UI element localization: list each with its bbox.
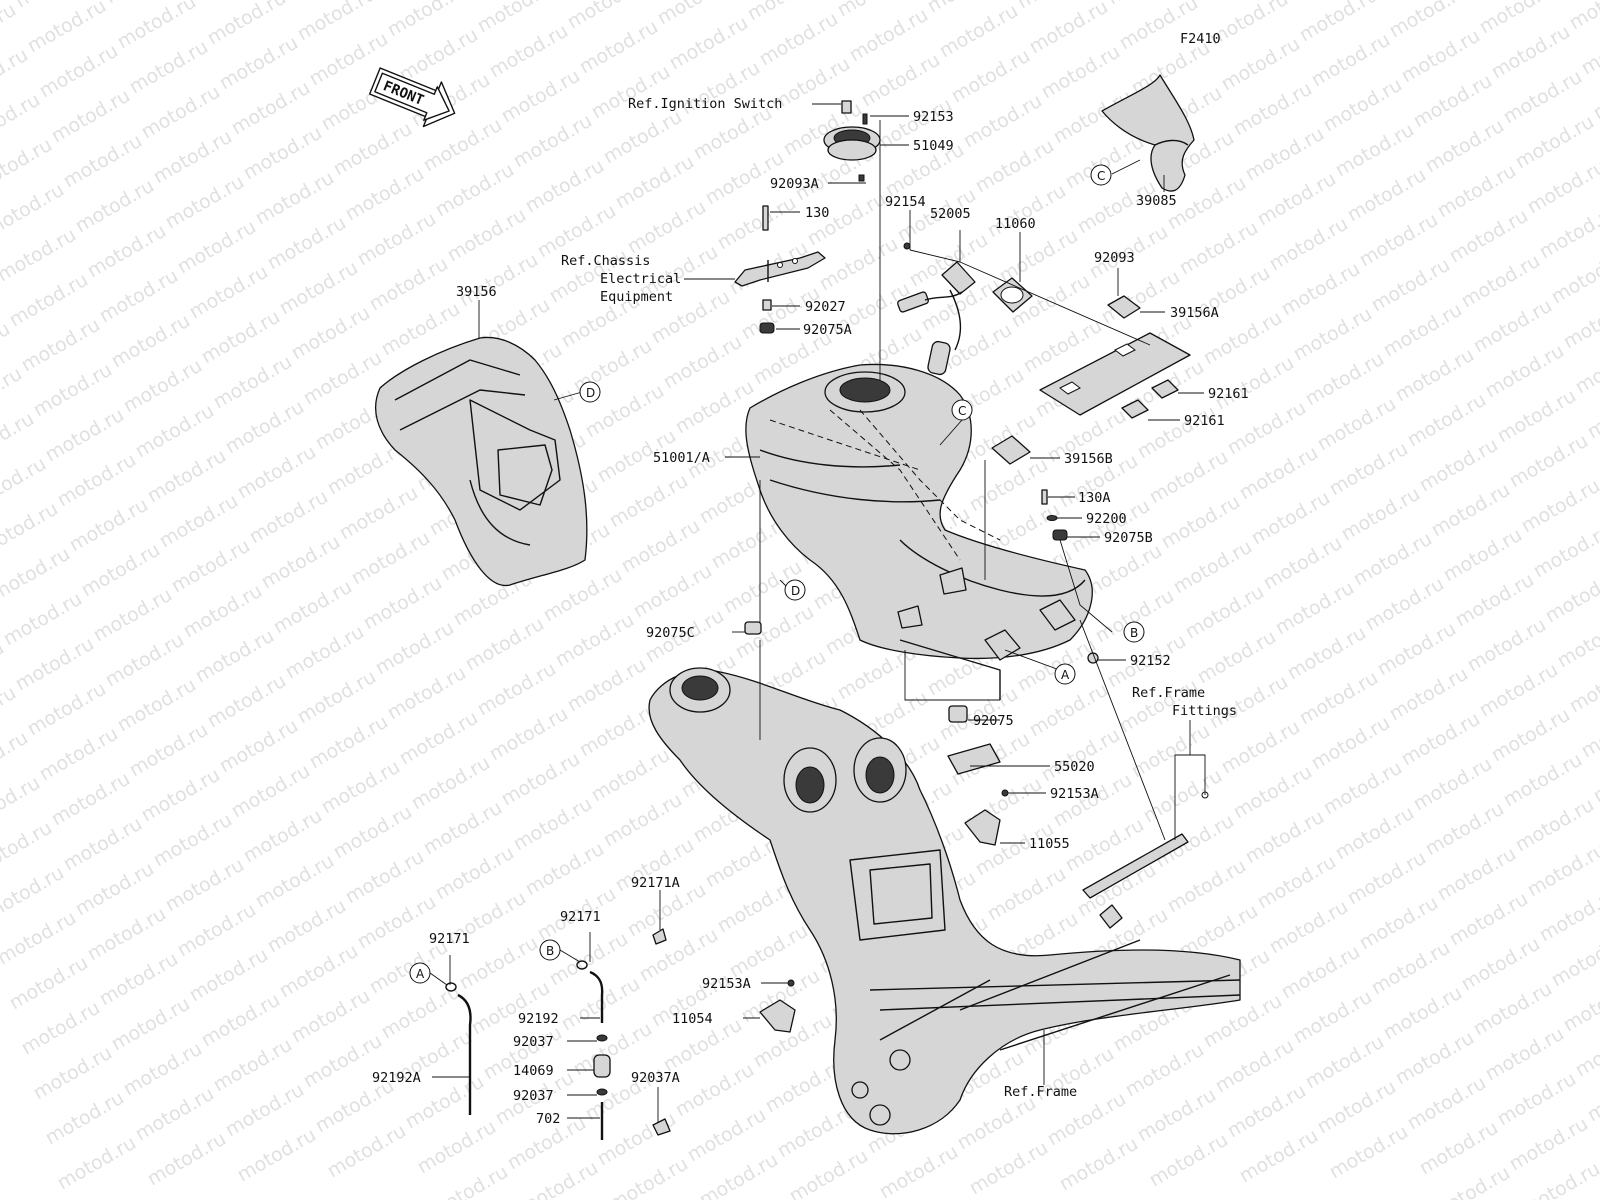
label-92093A: 92093A	[770, 176, 819, 192]
fuel-tank	[745, 363, 1093, 700]
label-ref-frame-fittings-2: Fittings	[1172, 703, 1237, 719]
svg-text:B: B	[1130, 626, 1138, 640]
figure-code: F2410	[1180, 31, 1221, 47]
callout-B-right: B	[1123, 621, 1145, 643]
callout-A-right: A	[1054, 663, 1076, 685]
gasket-11060	[992, 277, 1033, 313]
label-ref-frame: Ref.Frame	[1004, 1084, 1077, 1100]
label-ref-chassis-3: Equipment	[600, 289, 673, 305]
watermark-text: motod.ru	[1566, 0, 1600, 34]
callout-B-bottom: B	[539, 939, 561, 961]
label-ref-chassis-2: Electrical	[600, 271, 681, 287]
label-130: 130	[805, 205, 829, 221]
label-ref-ignition: Ref.Ignition Switch	[628, 96, 782, 112]
label-92037-b: 92037	[513, 1088, 554, 1104]
brackets	[759, 789, 1009, 1033]
frame-fittings-rail	[1082, 791, 1209, 929]
callout-C-mid: C	[951, 399, 973, 421]
label-92192: 92192	[518, 1011, 559, 1027]
label-92153A-a: 92153A	[1050, 786, 1099, 802]
label-51001A: 51001/A	[653, 450, 710, 466]
label-39085: 39085	[1136, 193, 1177, 209]
label-11060: 11060	[995, 216, 1036, 232]
svg-text:A: A	[416, 967, 425, 981]
callout-D-left: D	[579, 381, 601, 403]
cover-39085	[1101, 74, 1195, 192]
label-ref-chassis-1: Ref.Chassis	[561, 253, 650, 269]
svg-text:C: C	[958, 404, 966, 418]
label-92200: 92200	[1086, 511, 1127, 527]
label-ref-frame-fittings-1: Ref.Frame	[1132, 685, 1205, 701]
label-51049: 51049	[913, 138, 954, 154]
svg-text:B: B	[546, 944, 554, 958]
label-92037A: 92037A	[631, 1070, 680, 1086]
right-fasteners	[744, 489, 1099, 775]
part-labels: Ref.Ignition Switch 92153 51049 92093A 1…	[372, 96, 1249, 1127]
label-92075: 92075	[973, 713, 1014, 729]
label-92075B: 92075B	[1104, 530, 1153, 546]
insulator-39156A	[1039, 295, 1191, 419]
label-92153: 92153	[913, 109, 954, 125]
svg-text:A: A	[1061, 668, 1070, 682]
hoses	[445, 928, 671, 1140]
label-11054: 11054	[672, 1011, 713, 1027]
pad-39156B	[991, 435, 1031, 465]
label-702: 702	[536, 1111, 560, 1127]
label-92027: 92027	[805, 299, 846, 315]
svg-text:D: D	[586, 386, 595, 400]
label-92171-b: 92171	[560, 909, 601, 925]
label-14069: 14069	[513, 1063, 554, 1079]
leader-lines	[429, 103, 1206, 1122]
label-92075C: 92075C	[646, 625, 695, 641]
label-92161-b: 92161	[1184, 413, 1225, 429]
callout-A-bottom: A	[409, 962, 431, 984]
label-39156B: 39156B	[1064, 451, 1113, 467]
label-92154: 92154	[885, 194, 926, 210]
label-55020: 55020	[1054, 759, 1095, 775]
label-11055: 11055	[1029, 836, 1070, 852]
callout-D-mid: D	[784, 579, 806, 601]
label-92093: 92093	[1094, 250, 1135, 266]
label-52005: 52005	[930, 206, 971, 222]
svg-text:C: C	[1097, 169, 1105, 183]
label-92161-a: 92161	[1208, 386, 1249, 402]
label-92152: 92152	[1130, 653, 1171, 669]
label-92171-a: 92171	[429, 931, 470, 947]
frame	[648, 667, 1241, 1135]
fuel-cap-assembly	[823, 100, 881, 182]
label-130A: 130A	[1078, 490, 1111, 506]
label-92075A: 92075A	[803, 322, 852, 338]
label-39156: 39156	[456, 284, 497, 300]
svg-text:D: D	[791, 584, 800, 598]
chassis-bracket	[734, 205, 826, 334]
label-92153A-b: 92153A	[702, 976, 751, 992]
label-92171A: 92171A	[631, 875, 680, 891]
label-92192A: 92192A	[372, 1070, 421, 1086]
label-92037-a: 92037	[513, 1034, 554, 1050]
insulator-39156	[375, 336, 588, 587]
callout-C-top: C	[1090, 164, 1112, 186]
label-39156A: 39156A	[1170, 305, 1219, 321]
fuel-pump	[897, 242, 976, 376]
